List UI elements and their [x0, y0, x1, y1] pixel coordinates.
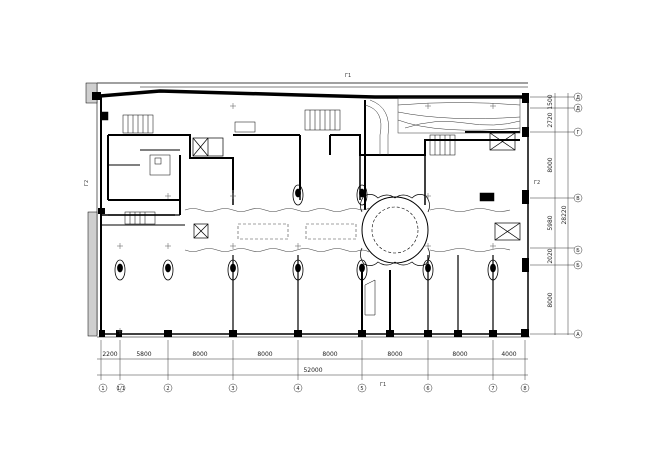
section-mark-left: Г2: [84, 180, 90, 186]
axis-col-1-1: 1/1: [117, 386, 125, 392]
axis-col-2: 2: [166, 386, 169, 392]
dim-8000-r1: 8000: [547, 157, 554, 172]
grid-crosses: [117, 103, 496, 334]
section-mark-right: Г2: [534, 180, 540, 186]
dim-8000-r2: 8000: [547, 292, 554, 307]
elevators: [192, 132, 521, 241]
dim-4000: 4000: [501, 351, 516, 358]
axis-row-a: А: [576, 332, 580, 338]
axis-col-5: 5: [360, 386, 363, 392]
structural-columns: [92, 92, 529, 337]
bottom-dimension-texts: 2200 5800 8000 8000 8000 8000 8000 4000 …: [102, 351, 516, 374]
dim-8000-e: 8000: [452, 351, 467, 358]
dim-1500: 1500: [547, 94, 554, 109]
dim-8000-a: 8000: [192, 351, 207, 358]
axis-col-7: 7: [491, 386, 494, 392]
dim-5980: 5980: [547, 215, 554, 230]
oval-posts: [114, 184, 499, 281]
axis-row-v: В: [576, 196, 580, 202]
axis-row-d2: Д: [576, 106, 580, 112]
dim-5800: 5800: [136, 351, 151, 358]
right-axis-bubbles: [573, 92, 583, 339]
fixtures: [101, 111, 495, 202]
right-dimension-texts: 1500 2720 8000 5980 2020 8000 28220: [547, 94, 568, 307]
axis-col-3: 3: [231, 386, 234, 392]
interior-walls: [101, 100, 520, 334]
axis-col-6: 6: [426, 386, 429, 392]
dim-2720: 2720: [547, 112, 554, 127]
axis-row-b1: Б: [576, 248, 580, 254]
dim-2200: 2200: [102, 351, 117, 358]
section-mark-top: Г1: [345, 73, 351, 79]
dim-2020: 2020: [547, 248, 554, 263]
stairs: [122, 109, 456, 316]
axis-row-d1: Д: [576, 95, 580, 101]
right-dimension-lines: [530, 93, 575, 335]
bottom-axis-labels: 1 1/1 2 3 4 5 6 7 8: [101, 386, 526, 392]
dim-overall-width: 52000: [303, 367, 322, 374]
right-axis-labels: Д Д Г В Б Б А: [576, 95, 580, 338]
dim-8000-c: 8000: [322, 351, 337, 358]
axis-col-4: 4: [296, 386, 299, 392]
axis-col-1: 1: [101, 386, 104, 392]
rotunda: [360, 194, 430, 266]
curved-ramp: [364, 97, 521, 155]
bottom-axis-bubbles: [98, 383, 530, 393]
bottom-dimension-lines: [97, 340, 528, 380]
section-mark-bottom: Г1: [380, 382, 386, 388]
section-marks: Г1 Г1 Г2 Г2: [84, 73, 540, 388]
axis-row-b2: Б: [576, 263, 580, 269]
dim-8000-d: 8000: [387, 351, 402, 358]
hatched-corner: [85, 82, 98, 337]
dim-overall-height: 28220: [561, 205, 568, 224]
axis-row-g: Г: [576, 130, 579, 136]
corridor-outline: [184, 207, 511, 253]
dim-8000-b: 8000: [257, 351, 272, 358]
axis-col-8: 8: [523, 386, 526, 392]
